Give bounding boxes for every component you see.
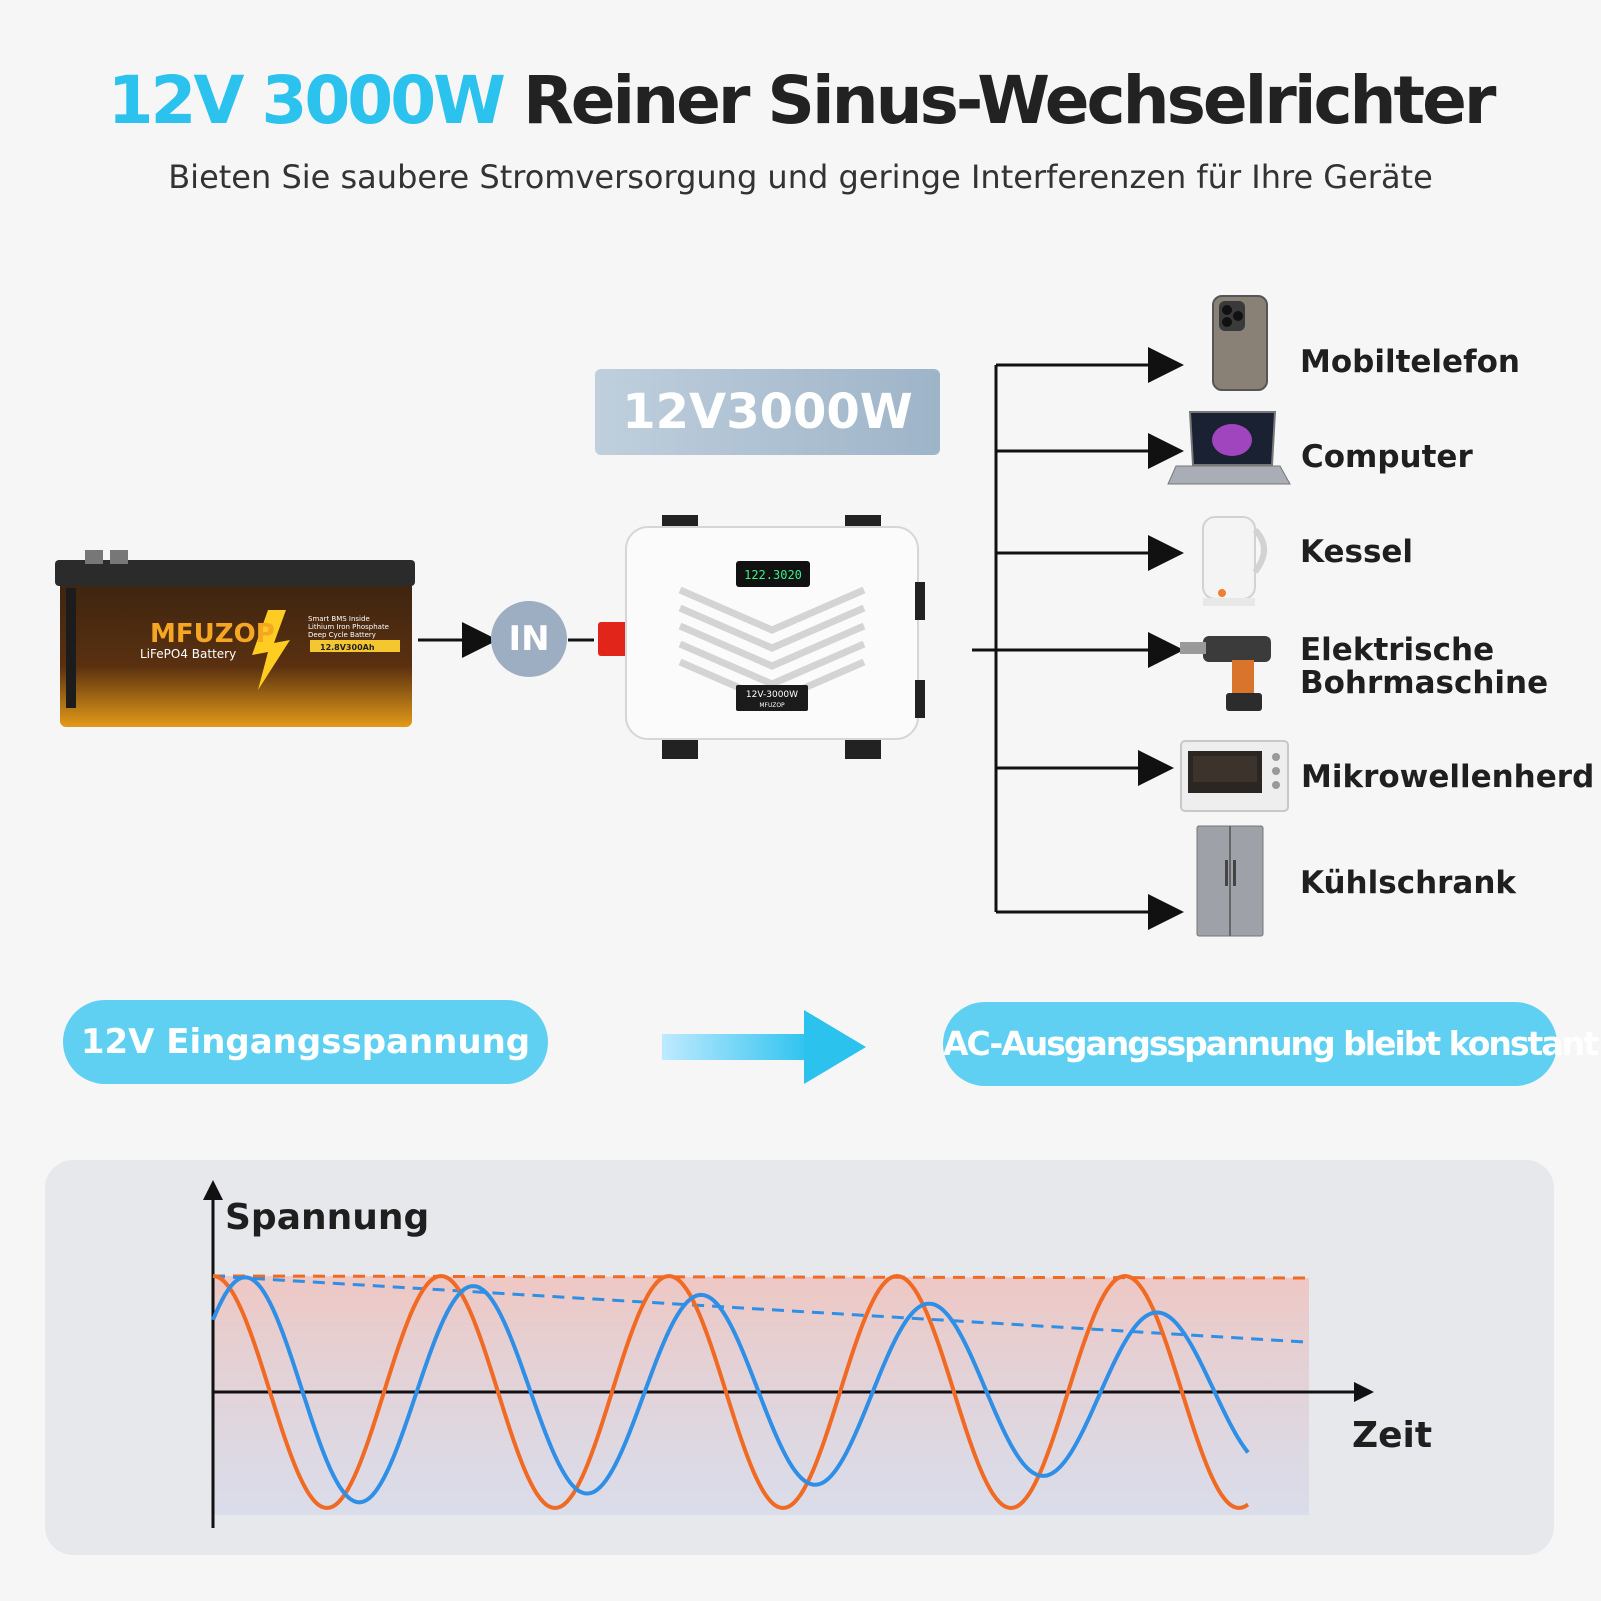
kettle-icon [1202, 516, 1267, 606]
battery-rating: 12.8V300Ah [320, 643, 375, 652]
constant-output-line [212, 1274, 1310, 1280]
drill-icon [1180, 636, 1271, 711]
y-axis-arrow [203, 1180, 223, 1200]
device-label-fridge: Kühlschrank [1300, 865, 1517, 901]
phone-icon [1212, 295, 1268, 391]
page-title: 12V 3000W Reiner Sinus-Wechselrichter [0, 62, 1601, 139]
page-subtitle: Bieten Sie saubere Stromversorgung und g… [168, 158, 1433, 196]
output-voltage-pill: AC-Ausgangsspannung bleibt konstant [943, 1002, 1599, 1086]
battery-feature-3: Deep Cycle Battery [308, 631, 376, 639]
y-axis-label: Spannung [225, 1197, 430, 1238]
device-label-phone: Mobiltelefon [1300, 344, 1520, 380]
device-label-microwave: Mikrowellenherd [1301, 759, 1595, 795]
input-voltage-pill: 12V Eingangsspannung [63, 1000, 548, 1084]
output-tree [972, 347, 1184, 930]
microwave-icon [1180, 740, 1289, 812]
inverter-plate-model: 12V-3000W [746, 690, 798, 700]
model-badge: 12V3000W [595, 369, 940, 455]
device-label-drill-line1: Elektrische [1300, 632, 1495, 668]
battery-image: MFUZOP LiFePO4 Battery Smart BMS Inside … [55, 550, 415, 727]
blue-sine-wave [211, 1275, 1250, 1505]
x-axis-label: Zeit [1352, 1415, 1433, 1456]
orange-sine-wave [212, 1273, 1250, 1511]
inverter-plate-brand: MFUZOP [759, 702, 785, 709]
battery-feature-2: Lithium Iron Phosphate [308, 623, 389, 631]
laptop-icon [1167, 411, 1291, 485]
device-label-computer: Computer [1301, 439, 1473, 475]
x-axis-arrow [1354, 1382, 1374, 1402]
battery-model: LiFePO4 Battery [140, 647, 236, 661]
device-label-kettle: Kessel [1300, 534, 1414, 570]
device-label-drill-line2: Bohrmaschine [1300, 665, 1549, 701]
input-badge: IN [491, 601, 567, 677]
inverter-image: 122.3020 12V-3000W MFUZOP [625, 515, 925, 759]
flow-arrow [662, 1010, 866, 1084]
input-terminal [598, 622, 628, 656]
fridge-icon [1196, 825, 1264, 937]
battery-brand: MFUZOP [150, 619, 275, 649]
inverter-display: 122.3020 [744, 568, 802, 582]
battery-feature-1: Smart BMS Inside [308, 615, 370, 623]
title-main: Reiner Sinus-Wechselrichter [522, 62, 1496, 139]
title-accent: 12V 3000W [107, 62, 506, 139]
declining-input-line [212, 1274, 1306, 1344]
